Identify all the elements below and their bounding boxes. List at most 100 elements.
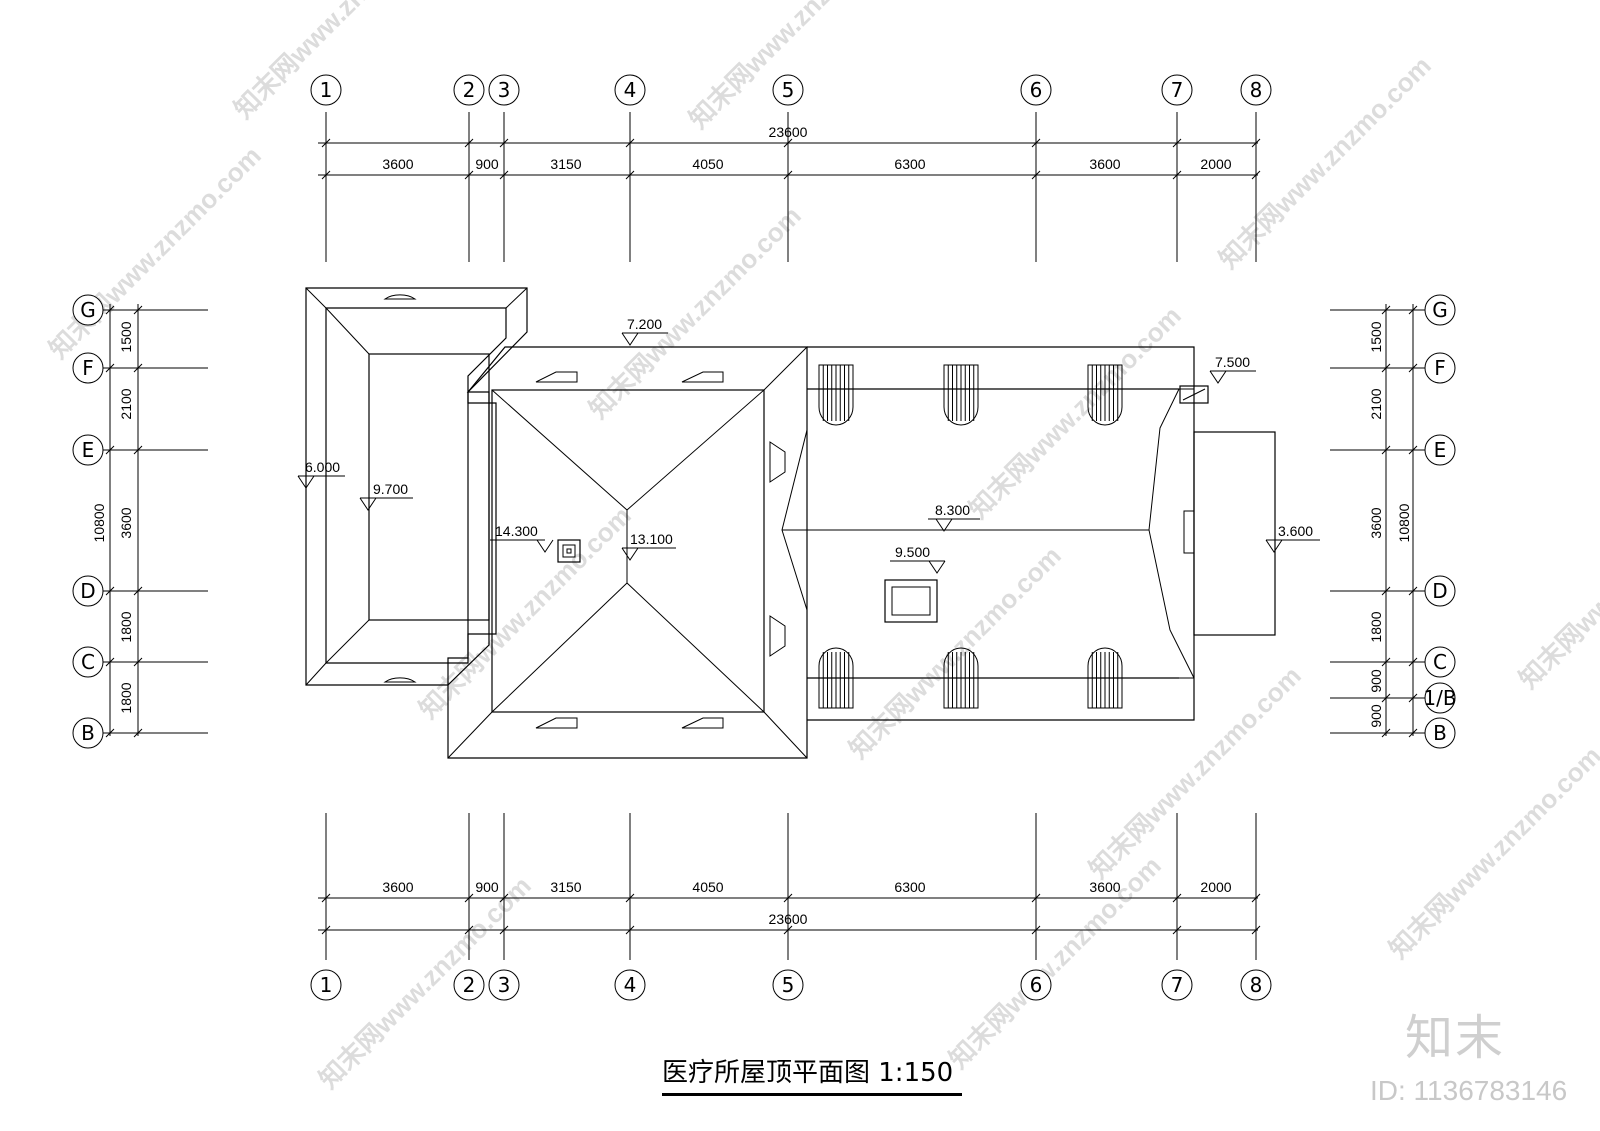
vent-small (535, 717, 578, 729)
dim-right-total: 10800 (1396, 503, 1412, 542)
svg-text:G: G (1432, 298, 1448, 322)
dormer (1087, 364, 1123, 426)
dormer (1087, 647, 1123, 709)
axis-bubble-bottom: 8 (1240, 969, 1272, 1001)
svg-text:7.200: 7.200 (627, 316, 662, 332)
svg-text:C: C (1433, 650, 1447, 674)
elev-6000: 6.000 (297, 459, 345, 489)
axis-bubble-right: E (1424, 434, 1456, 466)
dormer (943, 647, 979, 709)
east-wing-outline (807, 346, 1195, 721)
svg-text:14.300: 14.300 (495, 523, 538, 539)
svg-text:5: 5 (782, 78, 795, 102)
dim-right-seg: 3600 (1368, 507, 1384, 538)
svg-text:F: F (82, 356, 94, 380)
axis-bubble-right: B (1424, 717, 1456, 749)
svg-text:6.000: 6.000 (305, 459, 340, 475)
elev-13100: 13.100 (621, 531, 676, 561)
drawing-title: 医疗所屋顶平面图 1:150 (662, 1052, 962, 1096)
dim-bottom-seg: 3600 (1089, 879, 1120, 895)
axis-bubble-right: G (1424, 294, 1456, 326)
brand-id: ID: 1136783146 (1370, 1075, 1568, 1106)
watermark-text: 知末网www.znzmo.com (228, 0, 452, 124)
watermark-text: 知末网www.znzmo.com (683, 0, 907, 134)
vent-small (681, 371, 724, 383)
svg-text:1: 1 (320, 973, 333, 997)
axis-bubble-left: G (72, 294, 104, 326)
axis-bubble-bottom: 4 (614, 969, 646, 1001)
chimney (1179, 385, 1209, 404)
axis-bubble-right: C (1424, 646, 1456, 678)
watermark-text: 知末网www.znzmo.com (943, 850, 1167, 1074)
axis-bubble-top: 3 (488, 74, 520, 106)
watermark-text: 知末网www.znzmo.com (583, 200, 807, 424)
svg-text:9.700: 9.700 (373, 481, 408, 497)
axis-bubble-top: 4 (614, 74, 646, 106)
svg-text:7.500: 7.500 (1215, 354, 1250, 370)
svg-text:6: 6 (1030, 973, 1043, 997)
dim-bottom-seg: 3150 (550, 879, 581, 895)
dim-bottom-seg: 2000 (1200, 879, 1231, 895)
dormer (818, 364, 854, 426)
axis-bubble-left: F (72, 352, 104, 384)
dimension-lines (109, 142, 1414, 931)
svg-text:E: E (1434, 438, 1447, 462)
axis-bubble-right: F (1424, 352, 1456, 384)
dim-top-total: 23600 (769, 124, 808, 140)
watermark-text: 知末网www.znzmo.com (1513, 470, 1600, 694)
axis-bubble-bottom: 5 (772, 969, 804, 1001)
skylight (884, 579, 938, 623)
svg-text:6: 6 (1030, 78, 1043, 102)
dim-right-seg: 900 (1368, 669, 1384, 693)
svg-text:8: 8 (1250, 78, 1263, 102)
dim-right-seg: 900 (1368, 704, 1384, 728)
axis-bubble-top: 2 (453, 74, 485, 106)
elev-7500: 7.500 (1209, 354, 1256, 384)
svg-text:7: 7 (1171, 973, 1184, 997)
svg-text:B: B (81, 721, 95, 745)
axis-bubble-bottom: 1 (310, 969, 342, 1001)
dim-bottom-seg: 4050 (692, 879, 723, 895)
watermark-text: 知末网www.znzmo.com (1083, 660, 1307, 884)
dim-bottom-total: 23600 (769, 911, 808, 927)
central-roof-inner (491, 389, 765, 713)
vent-side (769, 615, 786, 657)
svg-text:8.300: 8.300 (935, 502, 970, 518)
svg-text:4: 4 (624, 78, 637, 102)
vent-small (535, 371, 578, 383)
building-roof (305, 287, 1276, 759)
dormers (818, 364, 1123, 709)
svg-text:4: 4 (624, 973, 637, 997)
svg-text:D: D (1432, 579, 1447, 603)
vent-small (681, 717, 724, 729)
axis-bubble-right: 1/B (1423, 682, 1457, 714)
central-hip-roof (447, 346, 808, 759)
svg-text:5: 5 (782, 973, 795, 997)
elevation-markers: 7.200 7.500 6.000 9.700 14.300 13.100 8.… (297, 316, 1320, 574)
elev-9700: 9.700 (359, 481, 413, 511)
svg-text:G: G (80, 298, 96, 322)
axis-bubble-left: B (72, 717, 104, 749)
svg-text:9.500: 9.500 (895, 544, 930, 560)
svg-text:2: 2 (463, 78, 476, 102)
dim-left-seg: 1800 (118, 611, 134, 642)
west-wing-inner (325, 307, 507, 664)
dim-top-seg: 3150 (550, 156, 581, 172)
svg-text:8: 8 (1250, 973, 1263, 997)
watermark-text: 知末网www.znzmo.com (1383, 740, 1600, 964)
axis-bubble-top: 8 (1240, 74, 1272, 106)
vent-box (557, 539, 581, 563)
svg-text:3: 3 (498, 973, 511, 997)
svg-text:7: 7 (1171, 78, 1184, 102)
dim-bottom-seg: 900 (475, 879, 499, 895)
axis-bubble-top: 6 (1020, 74, 1052, 106)
axis-bubble-bottom: 6 (1020, 969, 1052, 1001)
dim-right-seg: 1800 (1368, 611, 1384, 642)
dim-top-seg: 3600 (382, 156, 413, 172)
dim-top-seg: 3600 (1089, 156, 1120, 172)
dim-top-seg: 4050 (692, 156, 723, 172)
dim-top-seg: 6300 (894, 156, 925, 172)
dormer (943, 364, 979, 426)
